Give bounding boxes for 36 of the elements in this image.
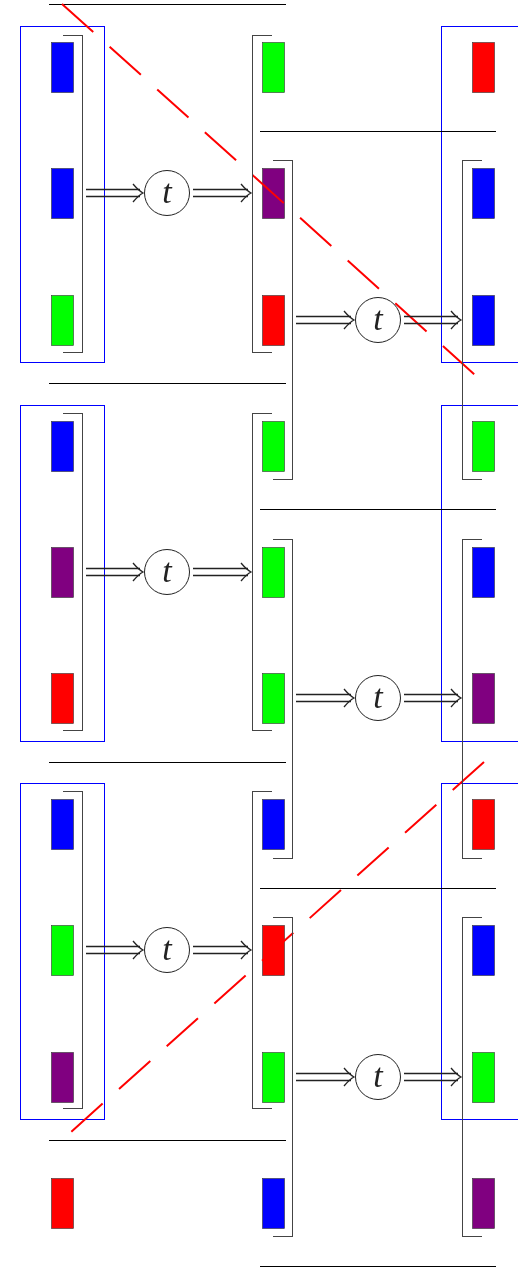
variable-label: t (162, 174, 172, 209)
variable-label: t (373, 301, 383, 336)
bracket (462, 917, 482, 1237)
variable-label: t (162, 931, 172, 966)
bracket (462, 160, 482, 480)
bracket (252, 791, 272, 1109)
double-arrow (403, 310, 462, 330)
double-arrow (295, 1067, 355, 1087)
double-arrow (192, 562, 252, 582)
double-arrow (85, 183, 144, 203)
bracket (273, 917, 293, 1237)
double-arrow (85, 562, 144, 582)
bracket (273, 160, 293, 480)
double-arrow (192, 940, 252, 960)
double-arrow (295, 310, 355, 330)
bracket (63, 413, 83, 731)
variable-label: t (373, 679, 383, 714)
bracket (252, 413, 272, 731)
bracket (63, 35, 83, 353)
circle-node (144, 170, 190, 216)
variable-label: t (162, 553, 172, 588)
bracket (252, 35, 272, 353)
double-arrow (192, 183, 252, 203)
double-arrow (85, 940, 144, 960)
double-arrow (403, 688, 462, 708)
bracket (462, 539, 482, 859)
circle-node (144, 549, 190, 595)
double-arrow (295, 688, 355, 708)
variable-label: t (373, 1058, 383, 1093)
bracket (63, 791, 83, 1109)
circle-node (144, 927, 190, 973)
bracket (273, 539, 293, 859)
circle-node (355, 1054, 401, 1100)
circle-node (355, 675, 401, 721)
circle-node (355, 297, 401, 343)
double-arrow (403, 1067, 462, 1087)
